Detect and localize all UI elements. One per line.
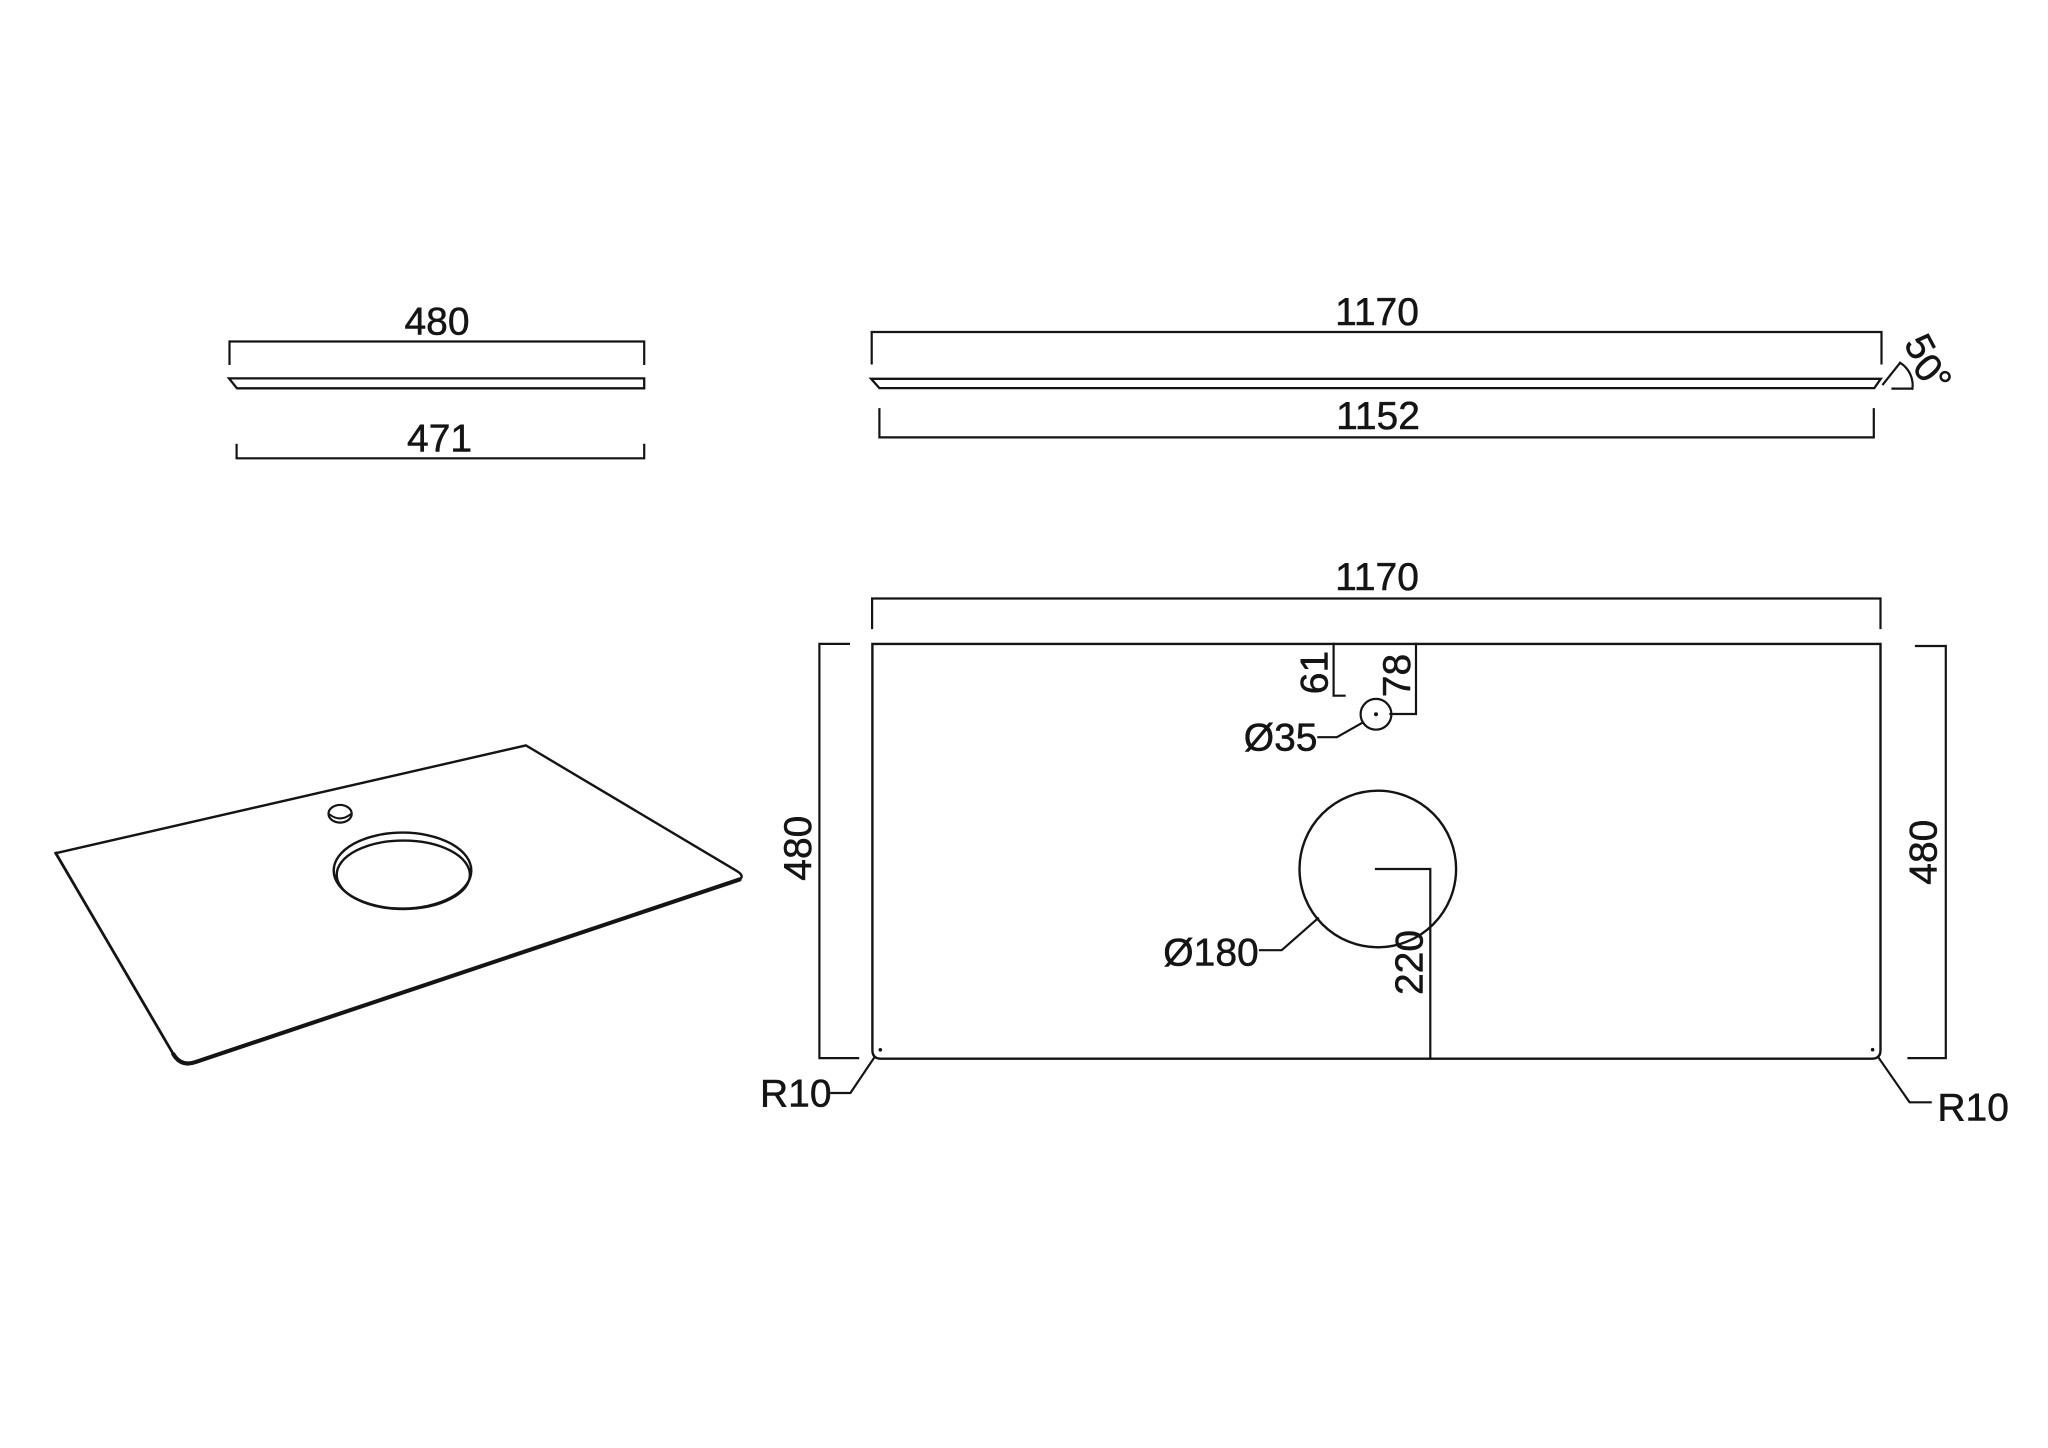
svg-text:1152: 1152	[1336, 395, 1420, 438]
svg-text:1170: 1170	[1335, 556, 1419, 599]
svg-text:480: 480	[777, 816, 820, 881]
svg-text:480: 480	[404, 301, 469, 344]
svg-text:480: 480	[1903, 820, 1946, 885]
svg-text:61: 61	[1294, 651, 1337, 694]
svg-text:Ø180: Ø180	[1163, 931, 1258, 974]
svg-text:220: 220	[1388, 930, 1431, 995]
svg-text:78: 78	[1376, 654, 1419, 697]
svg-text:1170: 1170	[1335, 291, 1419, 334]
svg-text:R10: R10	[760, 1072, 832, 1115]
svg-text:Ø35: Ø35	[1244, 717, 1318, 760]
svg-text:471: 471	[407, 417, 472, 460]
svg-text:R10: R10	[1937, 1087, 2009, 1130]
